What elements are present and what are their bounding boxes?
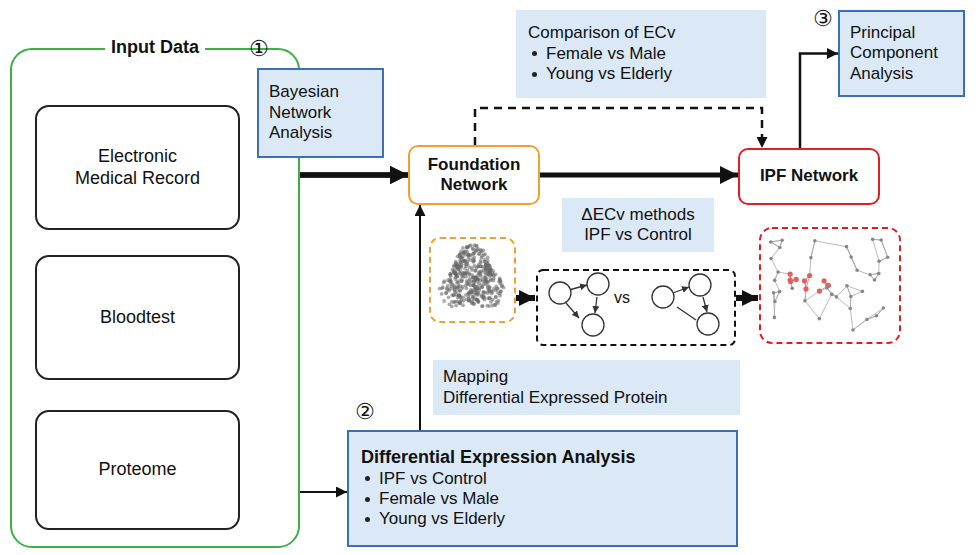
network-picture (769, 238, 890, 332)
network-compare-frame (537, 270, 735, 345)
node-text: IPF Network (760, 166, 858, 186)
bullet-row: Young vs Elderly (361, 509, 724, 529)
bullet-text: IPF vs Control (379, 469, 487, 489)
node-text: Mapping (443, 367, 730, 387)
bullet-dot (532, 51, 537, 56)
bullet-row: Young vs Elderly (528, 64, 754, 84)
bullet-row: Female vs Male (528, 44, 754, 64)
box-heading: Differential Expression Analysis (361, 447, 724, 469)
method-box: Principal Component Analysis (838, 10, 965, 97)
vs-label: vs (614, 289, 630, 307)
flow-arrow (516, 295, 535, 301)
method-box: Bayesian Network Analysis (257, 68, 384, 158)
connector (419, 205, 421, 430)
input-box: Electronic Medical Record (35, 105, 240, 230)
bullet-text: Female vs Male (379, 489, 499, 509)
graph-icons (549, 273, 719, 336)
note-box: ΔECv methodsIPF vs Control (562, 198, 714, 252)
input-box: Proteome (35, 410, 240, 530)
node-text: Bloodtest (100, 307, 175, 329)
node-text: ΔECv methods (581, 205, 694, 225)
note-box: MappingDifferential Expressed Protein (433, 360, 740, 415)
protein-structure (438, 243, 506, 308)
callout-number: ② (355, 399, 375, 424)
flow-arrow (736, 295, 758, 301)
bullet-dot (365, 476, 370, 481)
input-box: Bloodtest (35, 255, 240, 380)
network-box: Foundation Network (408, 145, 540, 205)
ipf-network-frame (760, 228, 900, 343)
node-text: Foundation Network (418, 155, 530, 196)
node-text: Comparison of ECv (528, 23, 754, 43)
callout-number: ③ (813, 6, 833, 31)
network-box: IPF Network (738, 148, 880, 205)
protein-frame (430, 238, 515, 322)
bullet-text: Female vs Male (546, 44, 666, 64)
node-text: Differential Expressed Protein (443, 388, 730, 408)
bullet-row: Female vs Male (361, 489, 724, 509)
group-heading: Input Data (105, 37, 205, 58)
bullet-text: Young vs Elderly (379, 509, 505, 529)
bullet-text: Young vs Elderly (546, 64, 672, 84)
callout-number: ① (249, 36, 269, 61)
node-text: Proteome (98, 459, 176, 481)
node-text: Principal Component Analysis (850, 23, 953, 84)
bullet-dot (365, 517, 370, 522)
node-text: Electronic Medical Record (72, 146, 204, 189)
bullet-dot (532, 72, 537, 77)
bullet-row: IPF vs Control (361, 469, 724, 489)
connector (475, 108, 762, 148)
connector (540, 173, 738, 178)
connector (800, 54, 838, 149)
note-box: Comparison of ECvFemale vs MaleYoung vs … (516, 10, 766, 98)
node-text: IPF vs Control (584, 225, 692, 245)
bullet-dot (365, 497, 370, 502)
method-box: Differential Expression AnalysisIPF vs C… (347, 430, 738, 547)
node-text: Bayesian Network Analysis (269, 82, 372, 143)
